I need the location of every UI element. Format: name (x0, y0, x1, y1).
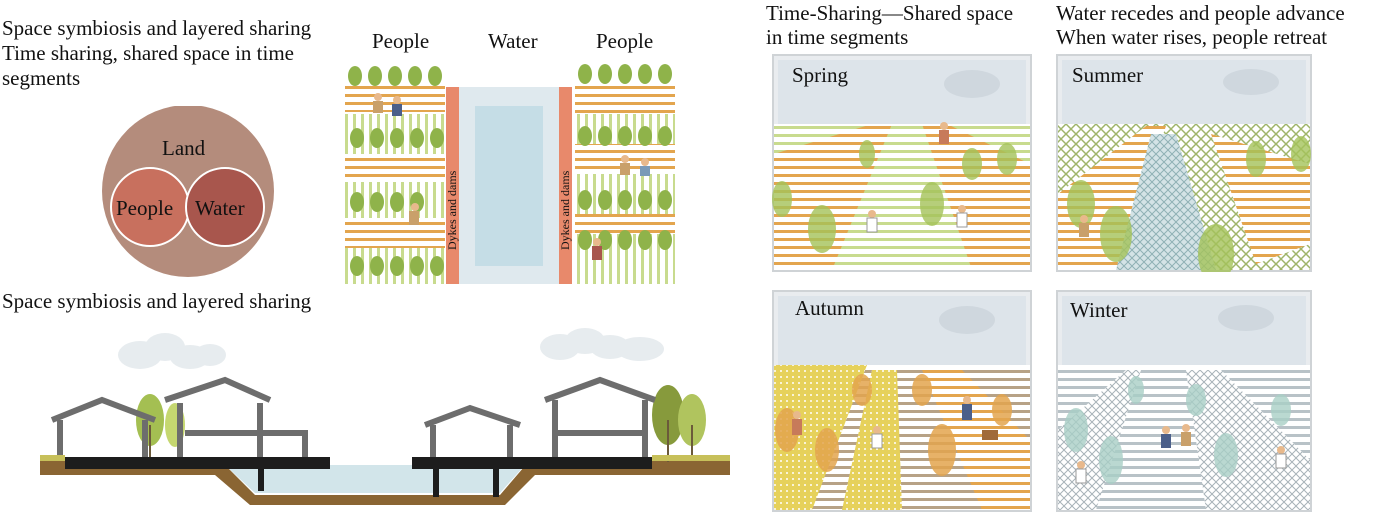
plan-view: Dykes and dams Dykes and dams (345, 62, 675, 284)
right-houses (423, 376, 657, 460)
season-autumn-label: Autumn (795, 296, 864, 320)
section-view (40, 328, 730, 505)
river-inner (475, 106, 543, 266)
winter-panel (1056, 290, 1312, 512)
autumn-panel (772, 290, 1032, 512)
plan-trees (348, 64, 672, 276)
title-line-3: segments (2, 66, 81, 90)
plan-left-fields (345, 62, 445, 284)
plan-col-right-label: People (596, 29, 654, 53)
season-winter-label: Winter (1070, 298, 1128, 322)
right-dyke-label: Dykes and dams (558, 170, 572, 250)
clouds (118, 328, 664, 369)
title-line-1: Space symbiosis and layered sharing (2, 16, 312, 40)
grass-left (40, 455, 65, 461)
plan-col-mid-label: Water (488, 29, 538, 53)
right-title-b-line-1: Water recedes and people advance (1056, 1, 1345, 25)
right-title-a-line-2: in time segments (766, 25, 909, 49)
left-houses (50, 376, 308, 460)
left-dyke (446, 87, 459, 284)
water-channel (225, 465, 525, 493)
season-spring-label: Spring (792, 63, 849, 87)
right-platform (412, 457, 652, 469)
right-dyke (559, 87, 572, 284)
grass-right (652, 455, 730, 461)
plan-right-fields (575, 84, 675, 284)
section-title: Space symbiosis and layered sharing (2, 289, 312, 313)
section-trees (136, 385, 706, 463)
ground (40, 460, 730, 505)
plan-col-left-label: People (372, 29, 430, 53)
venn-water-label: Water (195, 196, 245, 220)
venn-diagram (102, 106, 274, 277)
title-line-2: Time sharing, shared space in time (2, 41, 295, 65)
plan-farmers (373, 93, 650, 260)
right-title-a-line-1: Time-Sharing—Shared space (766, 1, 1014, 25)
summer-panel (1056, 54, 1312, 272)
venn-people-label: People (116, 196, 174, 220)
venn-land-label: Land (162, 136, 206, 160)
right-title-b-line-2: When water rises, people retreat (1056, 25, 1328, 49)
left-dyke-label: Dykes and dams (445, 170, 459, 250)
spring-panel (772, 54, 1032, 272)
water-circle (185, 167, 265, 247)
left-platform (65, 457, 330, 469)
season-summer-label: Summer (1072, 63, 1144, 87)
